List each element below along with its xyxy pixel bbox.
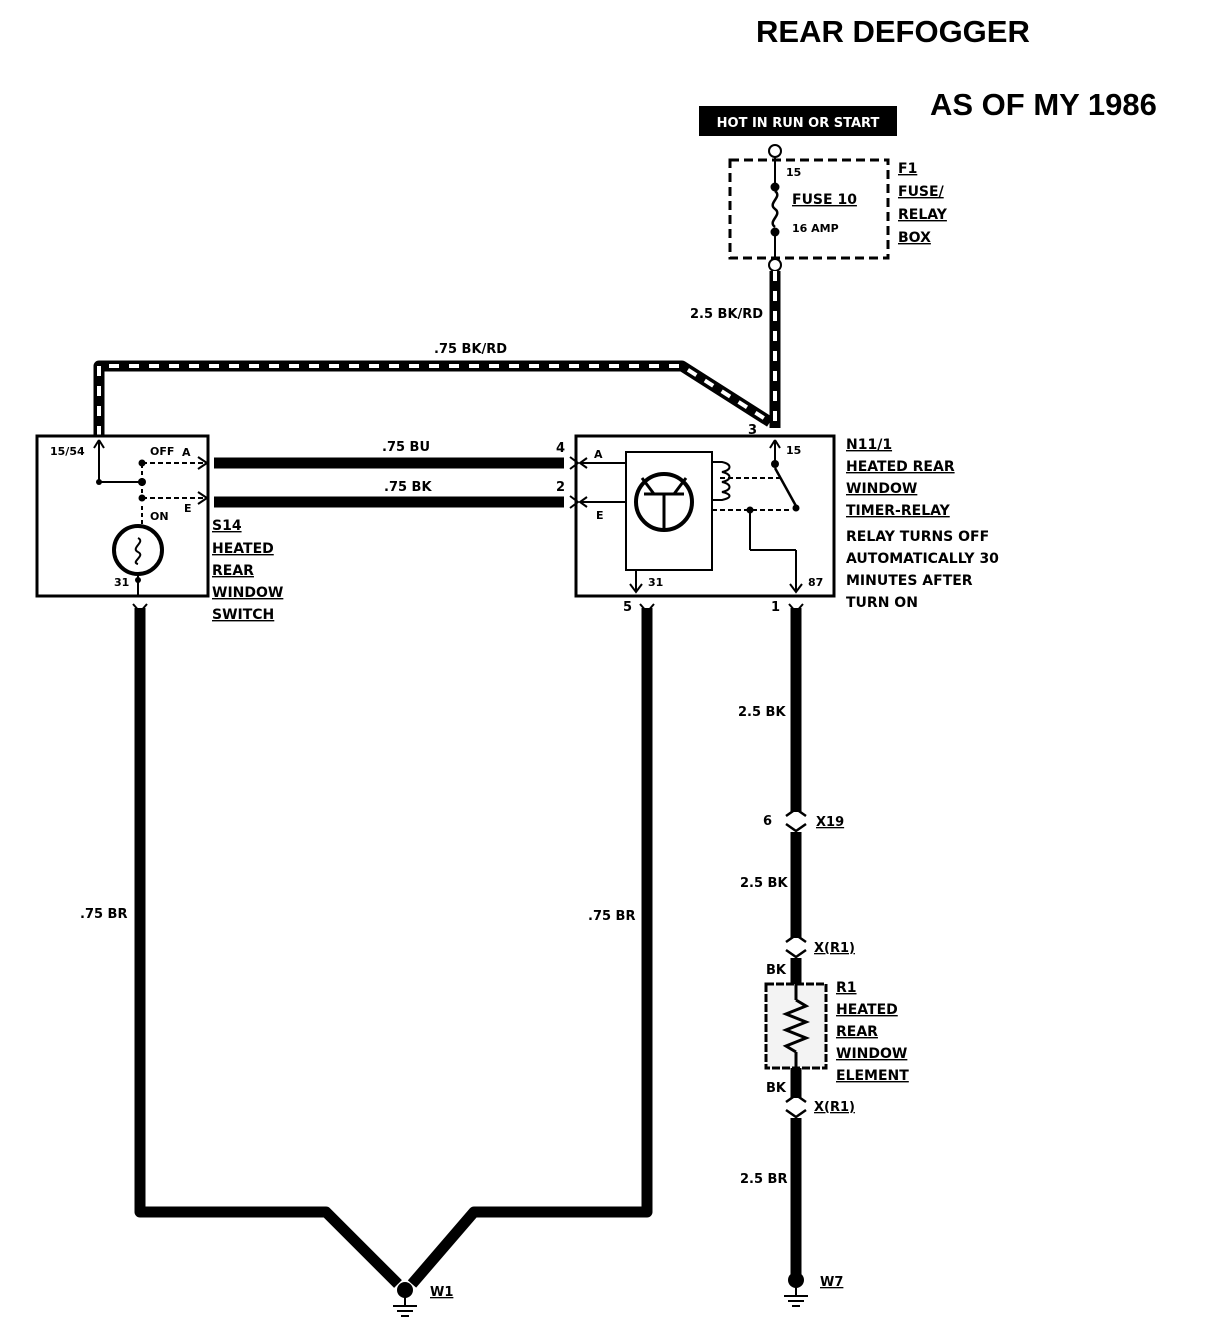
fuse-terminal-15: 15 (786, 166, 801, 179)
fuse-name: FUSE 10 (792, 192, 857, 208)
element-name-4: ELEMENT (836, 1068, 909, 1084)
connector-xr1-top (785, 933, 807, 959)
wire-relay-ground-label: .75 BR (588, 909, 635, 924)
relay-terminal-15: 15 (786, 444, 801, 457)
heating-element-icon (781, 998, 811, 1054)
connector-xr1-bottom (785, 1093, 807, 1119)
relay-note-2: AUTOMATICALLY 30 (846, 551, 999, 567)
relay-note-4: TURN ON (846, 595, 918, 611)
ground-w7-label: W7 (820, 1275, 843, 1290)
wire-output-upper-label: 2.5 BK (738, 705, 786, 720)
wire-blue-label: .75 BU (382, 440, 430, 455)
wire-black-label: .75 BK (384, 480, 432, 495)
switch-pin-a: A (182, 446, 191, 459)
element-name-2: REAR (836, 1024, 878, 1040)
switch-s14: 15/54 OFF A ON E 31 S14 HEATED REAR WIND… (35, 434, 283, 623)
switch-off-label: OFF (150, 445, 174, 458)
connector-x19 (785, 807, 807, 833)
wire-switch-feed (93, 360, 773, 436)
switch-terminal-15-54: 15/54 (50, 445, 85, 458)
relay-pin-e: E (596, 509, 604, 522)
connector-xr1-bottom-label: X(R1) (814, 1100, 855, 1115)
switch-id: S14 (212, 518, 242, 534)
diagram-subtitle: AS OF MY 1986 (930, 87, 1157, 122)
heated-window-element-r1 (764, 982, 828, 1070)
ground-w1-label: W1 (430, 1285, 453, 1300)
wire-relay-ground (407, 608, 653, 1288)
relay-contact-icon (773, 467, 798, 507)
element-wire-top: BK (766, 963, 787, 978)
switch-pin-e: E (184, 502, 192, 515)
relay-terminal-87: 87 (808, 576, 823, 589)
switch-name-3: WINDOW (212, 585, 283, 601)
relay-connector-3: 3 (748, 423, 757, 438)
relay-terminal-31: 31 (648, 576, 663, 589)
fuse-rating: 16 AMP (792, 222, 839, 235)
switch-name-4: SWITCH (212, 607, 274, 623)
relay-connector-2: 2 (556, 480, 565, 495)
wire-switch-feed-label: .75 BK/RD (434, 342, 507, 357)
connector-xr1-top-label: X(R1) (814, 941, 855, 956)
relay-name-2: WINDOW (846, 481, 917, 497)
relay-note-1: RELAY TURNS OFF (846, 529, 989, 545)
diagram-title: REAR DEFOGGER (756, 14, 1030, 49)
switch-terminal-31: 31 (114, 576, 129, 589)
element-name-3: WINDOW (836, 1046, 907, 1062)
switch-on-label: ON (150, 510, 169, 523)
element-id: R1 (836, 980, 857, 996)
relay-name-1: HEATED REAR (846, 459, 955, 475)
element-name-1: HEATED (836, 1002, 898, 1018)
fuse-symbol-icon (771, 190, 779, 228)
fuse-box-name-1: FUSE/ (898, 184, 945, 200)
power-source: HOT IN RUN OR START (699, 106, 897, 136)
relay-name-3: TIMER-RELAY (846, 503, 951, 519)
fuse-box-id: F1 (898, 161, 917, 177)
fuse-box-name-3: BOX (898, 230, 931, 246)
connector-x19-id: X19 (816, 815, 844, 830)
switch-name-2: REAR (212, 563, 254, 579)
element-wire-bottom: BK (766, 1081, 787, 1096)
connector-x19-pin: 6 (763, 814, 772, 829)
relay-id: N11/1 (846, 437, 892, 453)
wire-switch-ground (134, 608, 402, 1288)
relay-coil-icon (712, 461, 731, 501)
wire-element-ground-label: 2.5 BR (740, 1172, 787, 1187)
wire-switch-ground-label: .75 BR (80, 907, 127, 922)
indicator-lamp-icon (112, 524, 164, 576)
ground-w1-icon (393, 1282, 417, 1317)
wire-output-mid-label: 2.5 BK (740, 876, 788, 891)
fuse-box-name-2: RELAY (898, 207, 948, 223)
transistor-icon (634, 472, 694, 532)
relay-pin-a: A (594, 448, 603, 461)
power-source-label: HOT IN RUN OR START (717, 116, 880, 131)
ground-w7-icon (784, 1272, 808, 1307)
relay-connector-1: 1 (771, 600, 780, 615)
switch-name-1: HEATED (212, 541, 274, 557)
fuse-box: 15 FUSE 10 16 AMP F1 FUSE/ RELAY BOX (728, 144, 948, 272)
wire-feed-label: 2.5 BK/RD (690, 307, 763, 322)
relay-connector-4: 4 (556, 441, 565, 456)
relay-note-3: MINUTES AFTER (846, 573, 973, 589)
timer-relay-n11-1: 4 2 3 A E 31 15 8 (556, 423, 999, 615)
relay-connector-5: 5 (623, 600, 632, 615)
